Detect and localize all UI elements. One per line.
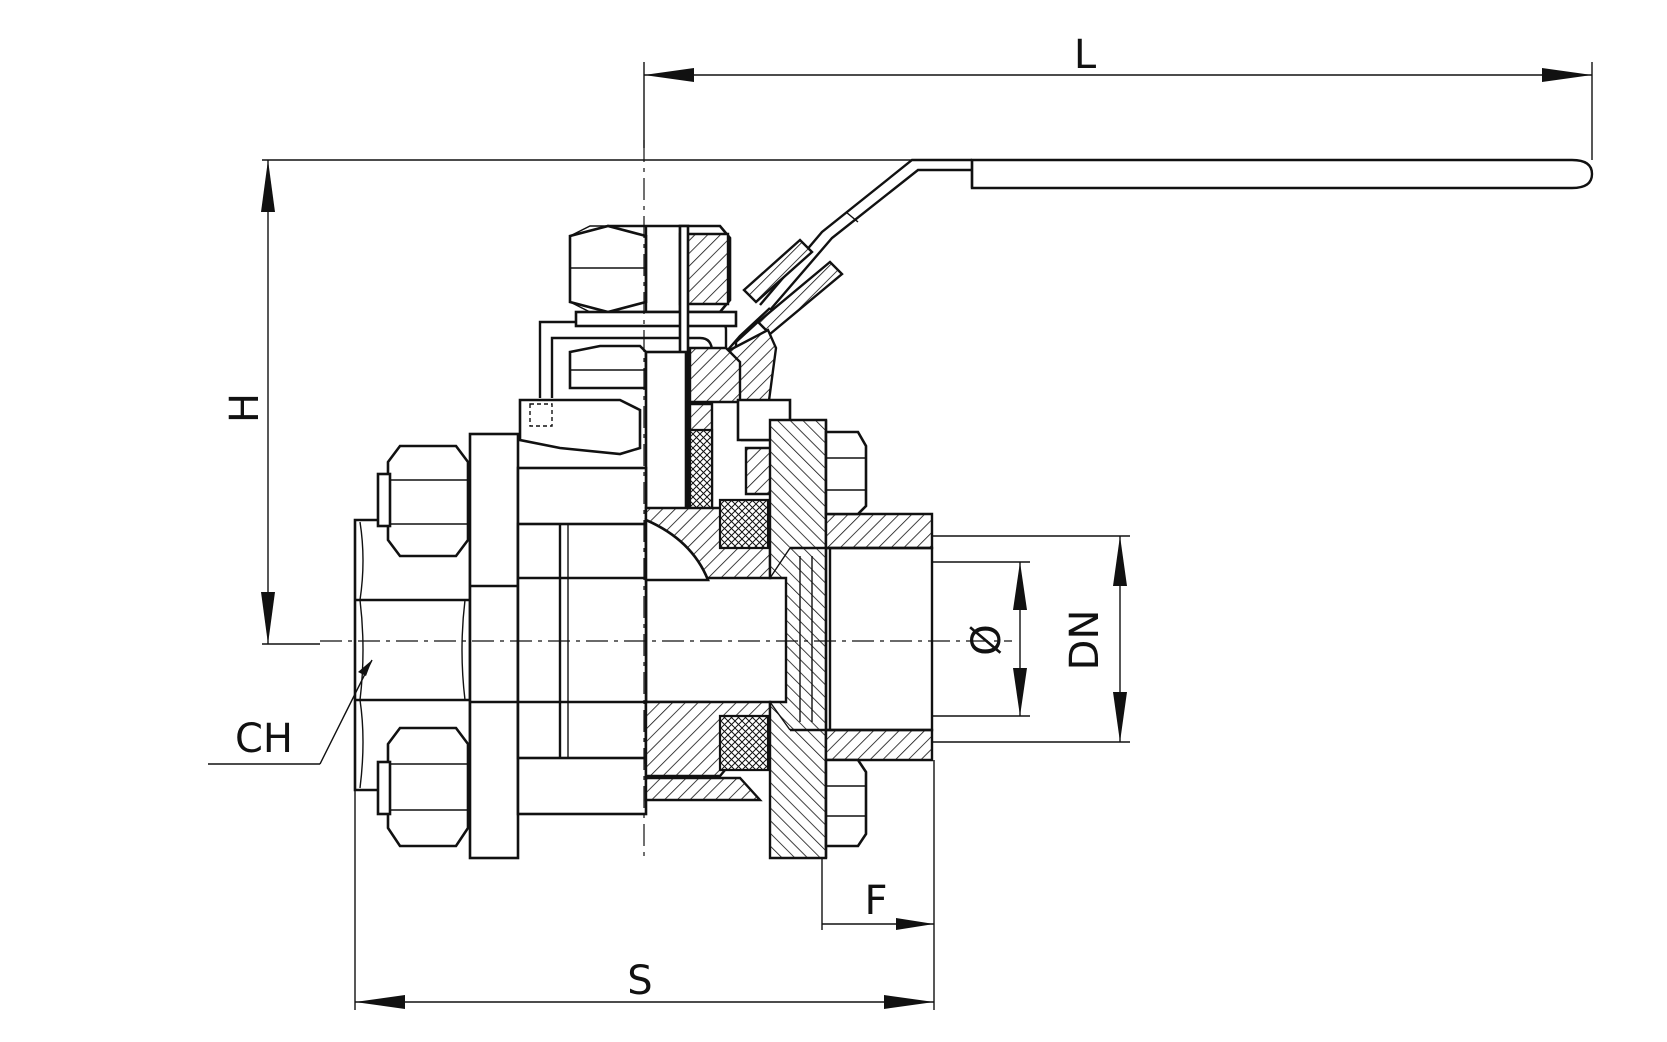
stem-assembly — [518, 224, 792, 518]
left-bolt-bottom — [376, 726, 470, 848]
right-bolt-bottom — [824, 758, 868, 848]
dimension-label-ch: CH — [235, 716, 293, 762]
stem-nut — [568, 224, 738, 328]
dimension-label-h: H — [222, 393, 268, 423]
dimension-f: F — [821, 760, 935, 1010]
right-bolt-top — [824, 430, 868, 516]
dimension-label-phi: Ø — [964, 624, 1010, 655]
dimension-h: H — [222, 159, 920, 645]
dimension-s: S — [354, 790, 934, 1010]
left-flange — [468, 432, 520, 860]
dimension-label-s: S — [627, 958, 652, 1004]
dimension-l: L — [643, 32, 1593, 160]
dimension-dn: DN — [932, 535, 1130, 743]
dimension-phi: Ø — [932, 561, 1030, 717]
left-bolt-top — [376, 444, 470, 558]
dimension-ch: CH — [208, 659, 373, 765]
right-end-connector — [769, 512, 934, 762]
dimension-label-dn: DN — [1062, 610, 1108, 671]
right-flange — [768, 418, 828, 860]
dimension-label-l: L — [1074, 32, 1097, 78]
dimension-label-f: F — [864, 878, 887, 924]
